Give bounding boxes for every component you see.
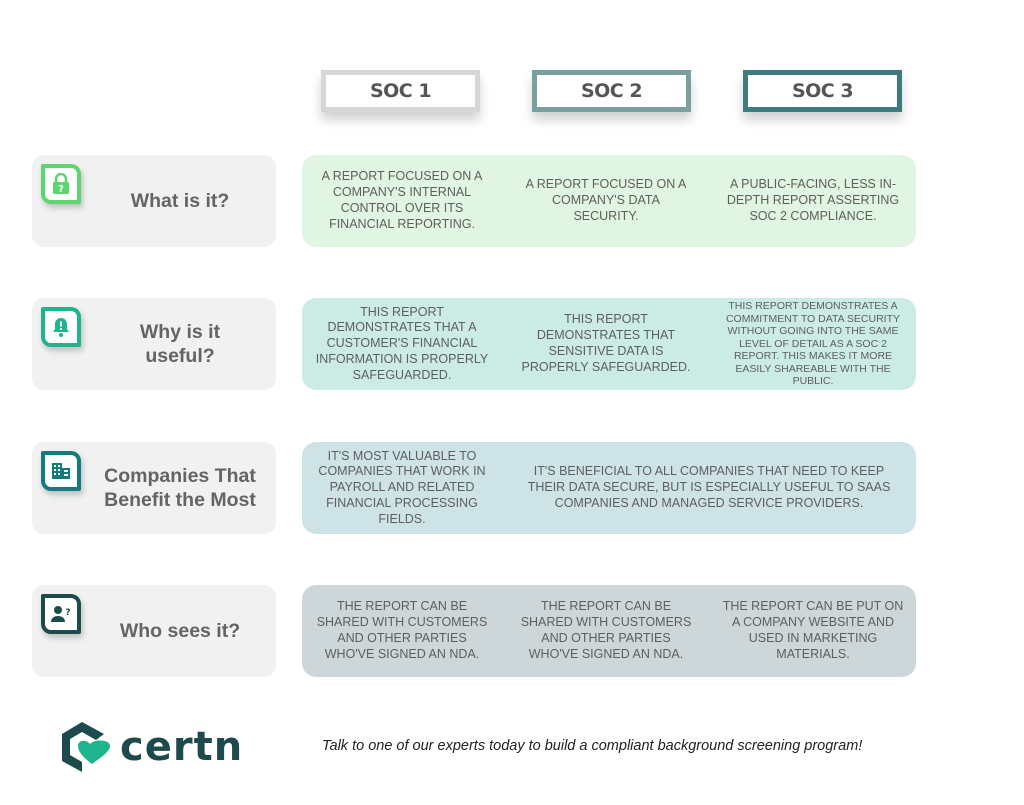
certn-logo-icon bbox=[62, 722, 110, 772]
soc2-cell: A REPORT FOCUSED ON A COMPANY'S DATA SEC… bbox=[525, 177, 687, 223]
row-label-who-sees: ? Who sees it? bbox=[32, 585, 276, 677]
row-label-why-useful: Why is it useful? bbox=[32, 298, 276, 390]
soc1-header: SOC 1 bbox=[321, 70, 480, 112]
cta-text: Talk to one of our experts today to buil… bbox=[322, 738, 863, 754]
row-content-who-sees: THE REPORT CAN BE SHARED WITH CUSTOMERS … bbox=[302, 585, 916, 677]
row-label-text: Companies That Benefit the Most bbox=[104, 465, 256, 511]
row-label-text: Who sees it? bbox=[119, 620, 241, 642]
brand-name: certn bbox=[120, 724, 244, 770]
soc1-cell: A REPORT FOCUSED ON A COMPANY'S INTERNAL… bbox=[321, 169, 483, 231]
soc1-cell: IT'S MOST VALUABLE TO COMPANIES THAT WOR… bbox=[318, 448, 486, 526]
row-label-text: Why is it useful? bbox=[139, 321, 221, 367]
soc1-cell: THIS REPORT DEMONSTRATES THAT A CUSTOMER… bbox=[315, 304, 489, 382]
soc3-cell: A PUBLIC-FACING, LESS IN-DEPTH REPORT AS… bbox=[726, 177, 900, 223]
soc2-soc3-cell: IT'S BENEFICIAL TO ALL COMPANIES THAT NE… bbox=[527, 464, 891, 510]
row-label-what-is-it: ? What is it? bbox=[32, 155, 276, 247]
svg-text:?: ? bbox=[58, 184, 64, 195]
soc2-header: SOC 2 bbox=[532, 70, 691, 112]
row-label-companies-benefit: Companies That Benefit the Most bbox=[32, 442, 276, 534]
bell-alert-icon bbox=[41, 307, 81, 347]
soc1-cell: THE REPORT CAN BE SHARED WITH CUSTOMERS … bbox=[316, 599, 488, 661]
soc2-cell: THIS REPORT DEMONSTRATES THAT SENSITIVE … bbox=[521, 312, 691, 374]
lock-question-icon: ? bbox=[41, 164, 81, 204]
row-label-text: What is it? bbox=[130, 190, 230, 212]
soc2-cell: THE REPORT CAN BE SHARED WITH CUSTOMERS … bbox=[520, 599, 692, 661]
building-icon bbox=[41, 451, 81, 491]
svg-text:?: ? bbox=[65, 608, 70, 618]
row-content-companies-benefit: IT'S MOST VALUABLE TO COMPANIES THAT WOR… bbox=[302, 442, 916, 534]
person-question-icon: ? bbox=[41, 594, 81, 634]
soc3-cell: THIS REPORT DEMONSTRATES A COMMITMENT TO… bbox=[725, 300, 901, 388]
row-content-why-useful: THIS REPORT DEMONSTRATES THAT A CUSTOMER… bbox=[302, 298, 916, 390]
certn-logo: certn bbox=[60, 720, 243, 774]
row-content-what-is-it: A REPORT FOCUSED ON A COMPANY'S INTERNAL… bbox=[302, 155, 916, 247]
soc3-cell: THE REPORT CAN BE PUT ON A COMPANY WEBSI… bbox=[722, 599, 904, 661]
soc3-header: SOC 3 bbox=[743, 70, 902, 112]
